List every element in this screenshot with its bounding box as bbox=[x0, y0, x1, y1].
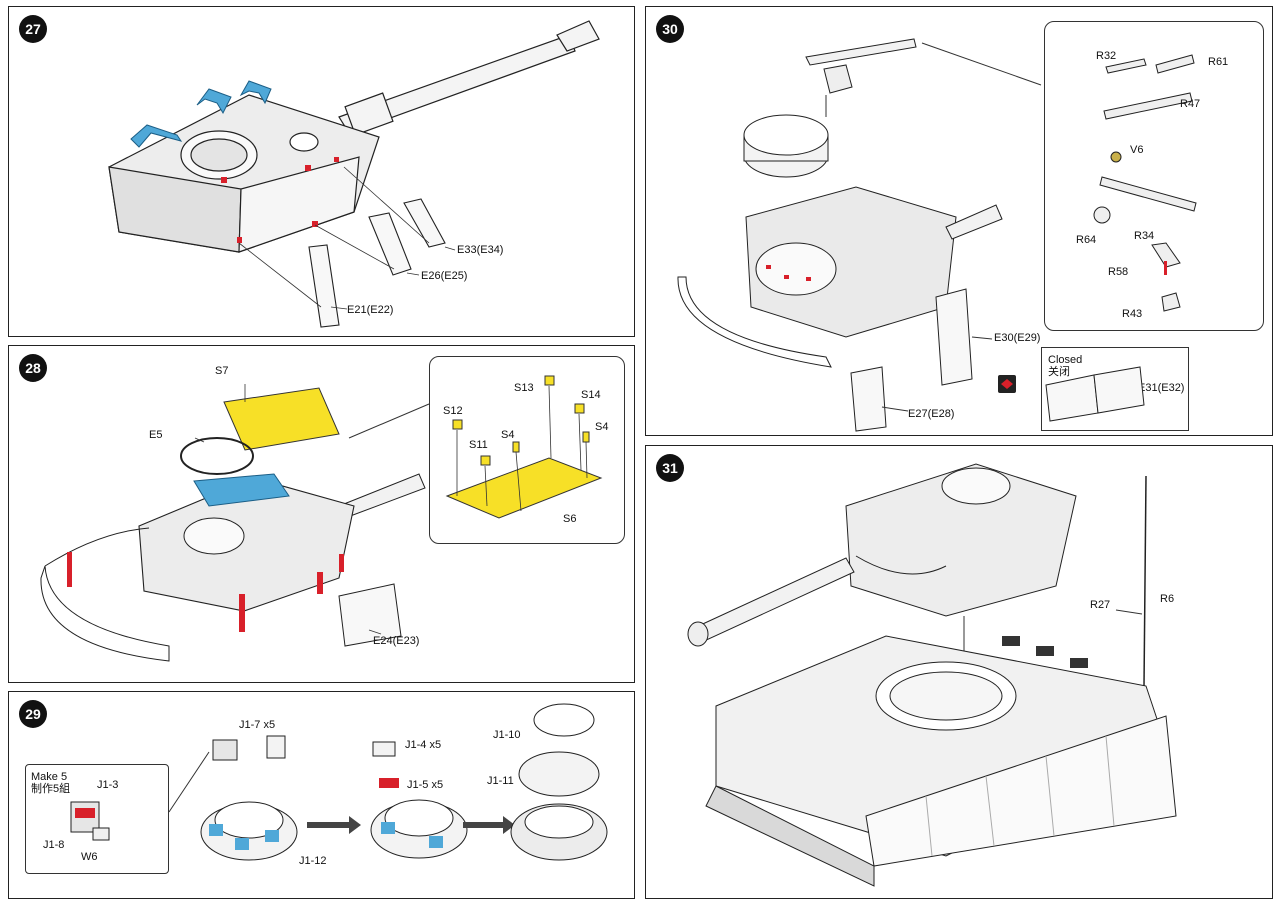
label: J1-5 x5 bbox=[407, 779, 443, 791]
step-number: 28 bbox=[19, 354, 47, 382]
step-28-panel: 28 bbox=[8, 345, 635, 683]
label: R27 bbox=[1090, 599, 1110, 611]
label: S13 bbox=[514, 382, 534, 394]
gun-barrel bbox=[338, 20, 600, 136]
label: R58 bbox=[1108, 266, 1128, 278]
label: J1-8 bbox=[43, 839, 64, 851]
label: R32 bbox=[1096, 50, 1116, 62]
label: J1-4 x5 bbox=[405, 739, 441, 751]
mg-detail-callout bbox=[1044, 21, 1264, 331]
label: J1-12 bbox=[299, 855, 327, 867]
leader-lines bbox=[238, 166, 456, 310]
detail-callout bbox=[429, 356, 625, 544]
label: J1-7 x5 bbox=[239, 719, 275, 731]
label: R64 bbox=[1076, 234, 1096, 246]
ring-assembly-2 bbox=[370, 741, 468, 859]
closed-part: E31(E32) bbox=[1138, 382, 1185, 394]
step-31-panel: 31 R27 R6 bbox=[645, 445, 1273, 899]
make-cn-text: 制作5組 bbox=[31, 782, 70, 795]
step-28-diagram: S7 E5 E24(E23) S12 S11 S13 S14 S4 S4 S6 bbox=[40, 365, 608, 662]
label: R47 bbox=[1180, 98, 1200, 110]
label: S12 bbox=[443, 405, 463, 417]
label: V6 bbox=[1130, 144, 1143, 156]
label: R6 bbox=[1160, 593, 1174, 605]
label: S7 bbox=[215, 365, 228, 377]
label: S4 bbox=[595, 421, 608, 433]
closed-cn-label: 关闭 bbox=[1048, 366, 1070, 378]
step-29-diagram: Make 5 制作5組 J1-3 J1-8 W6 J1-7 x5 J1-12 bbox=[31, 703, 608, 867]
label: S14 bbox=[581, 389, 601, 401]
label: J1-11 bbox=[487, 775, 514, 787]
step-number: 30 bbox=[656, 15, 684, 43]
closed-label: Closed bbox=[1048, 354, 1083, 366]
label: E26(E25) bbox=[421, 270, 467, 282]
label: W6 bbox=[81, 851, 98, 863]
label: S6 bbox=[563, 513, 576, 525]
label: E33(E34) bbox=[457, 244, 503, 256]
step-29-panel: 29 Make 5 制作5組 J1-3 J1-8 W6 J1-7 x5 J1-1… bbox=[8, 691, 635, 899]
ring-assembly-1 bbox=[200, 735, 298, 861]
step-27-diagram: E33(E34) E26(E25) E21(E22) bbox=[108, 20, 600, 328]
step-number: 27 bbox=[19, 15, 47, 43]
step-31-diagram: R27 R6 bbox=[687, 463, 1177, 887]
step-30-diagram: E30(E29) E27(E28) R32 R61 R47 V6 R64 R34… bbox=[677, 38, 1228, 432]
step-number: 31 bbox=[656, 454, 684, 482]
label: E5 bbox=[149, 429, 162, 441]
step-30-panel: 30 Closed 关闭 E31(E32) E30(E29) E27(E28) bbox=[645, 6, 1273, 436]
label: R34 bbox=[1134, 230, 1154, 242]
label: S4 bbox=[501, 429, 514, 441]
ring-assembly-3 bbox=[510, 703, 608, 861]
label: J1-3 bbox=[97, 779, 118, 791]
label: J1-10 bbox=[493, 729, 521, 741]
label: E27(E28) bbox=[908, 408, 954, 420]
label: S11 bbox=[469, 439, 488, 451]
yellow-plate bbox=[223, 387, 340, 451]
make-text: Make 5 bbox=[31, 771, 67, 783]
glue-marks bbox=[221, 157, 339, 243]
step-27-panel: 27 bbox=[8, 6, 635, 337]
label: R61 bbox=[1208, 56, 1228, 68]
label: R43 bbox=[1122, 308, 1142, 320]
label: E24(E23) bbox=[373, 635, 419, 647]
hatch-parts bbox=[308, 198, 446, 328]
label: E30(E29) bbox=[994, 332, 1040, 344]
step-number: 29 bbox=[19, 700, 47, 728]
label: E21(E22) bbox=[347, 304, 393, 316]
turret-body bbox=[108, 94, 380, 253]
handles bbox=[130, 80, 272, 148]
